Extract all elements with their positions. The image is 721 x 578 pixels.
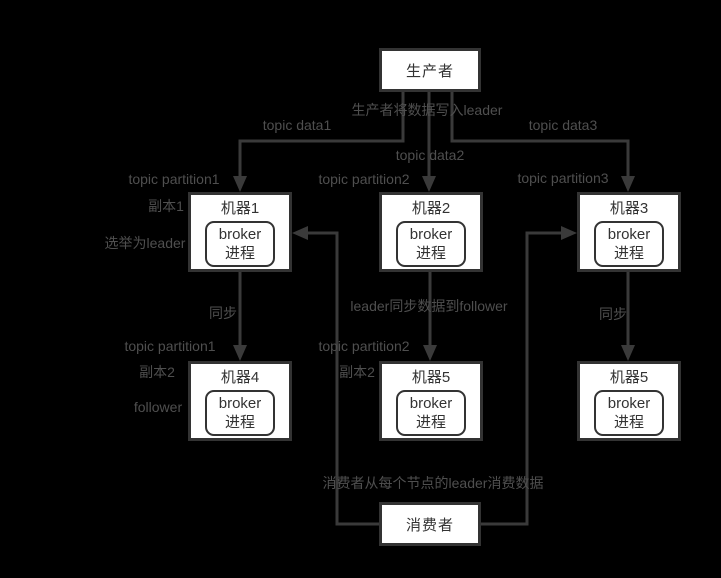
machine1-broker-box: broker 进程 (205, 221, 275, 267)
follower-label: follower (133, 399, 183, 415)
edge-producer-to-machine3 (450, 92, 630, 176)
elected-leader-label: 选举为leader (104, 235, 186, 251)
machine5-right-title: 机器5 (609, 369, 649, 386)
producer-label: 生产者 (405, 62, 454, 80)
broker-label-line2: 进程 (224, 414, 255, 431)
topic-data1-label: topic data1 (262, 117, 332, 133)
topic-partition2-bottom-label: topic partition2 (318, 338, 410, 354)
consume-note-label: 消费者从每个节点的leader消费数据 (322, 475, 544, 491)
broker-label-line1: broker (218, 395, 262, 412)
edge-producer-to-machine1 (238, 92, 405, 176)
arrowhead-machine1-top (233, 176, 247, 192)
machine5-right-broker-box: broker 进程 (594, 390, 664, 436)
replica1-label: 副本1 (148, 198, 184, 214)
machine3-title: 机器3 (609, 200, 649, 217)
leader-sync-note-label: leader同步数据到follower (350, 298, 508, 314)
broker-label-line1: broker (409, 395, 453, 412)
arrowhead-machine3-left (561, 226, 577, 240)
machine2-box: 机器2 broker 进程 (379, 192, 483, 272)
machine1-title: 机器1 (220, 200, 260, 217)
broker-label-line2: 进程 (613, 414, 644, 431)
topic-data3-label: topic data3 (528, 117, 598, 133)
topic-partition2-top-label: topic partition2 (318, 171, 410, 187)
producer-box: 生产者 (379, 48, 481, 92)
machine3-box: 机器3 broker 进程 (577, 192, 681, 272)
topic-partition1-bottom-label: topic partition1 (124, 338, 216, 354)
topic-data2-label: topic data2 (395, 147, 465, 163)
broker-label-line1: broker (607, 226, 651, 243)
machine5-middle-broker-box: broker 进程 (396, 390, 466, 436)
broker-label-line2: 进程 (415, 245, 446, 262)
machine5-right-box: 机器5 broker 进程 (577, 361, 681, 441)
replica2-middle-label: 副本2 (339, 364, 375, 380)
replica2-left-label: 副本2 (139, 364, 175, 380)
broker-label-line2: 进程 (613, 245, 644, 262)
arrowhead-machine4-top (233, 345, 247, 361)
machine3-broker-box: broker 进程 (594, 221, 664, 267)
consumer-label: 消费者 (405, 516, 454, 534)
machine2-broker-box: broker 进程 (396, 221, 466, 267)
machine4-title: 机器4 (220, 369, 260, 386)
arrowhead-machine1-right (292, 226, 308, 240)
write-note-label: 生产者将数据写入leader (351, 102, 503, 118)
arrowhead-machine3-top (621, 176, 635, 192)
machine5-middle-box: 机器5 broker 进程 (379, 361, 483, 441)
arrowhead-machine5mid-top (423, 345, 437, 361)
machine5-middle-title: 机器5 (411, 369, 451, 386)
machine1-box: 机器1 broker 进程 (188, 192, 292, 272)
machine4-box: 机器4 broker 进程 (188, 361, 292, 441)
broker-label-line1: broker (607, 395, 651, 412)
sync-right-label: 同步 (599, 306, 627, 322)
machine4-broker-box: broker 进程 (205, 390, 275, 436)
sync-left-label: 同步 (209, 305, 237, 321)
broker-label-line2: 进程 (415, 414, 446, 431)
broker-label-line1: broker (218, 226, 262, 243)
broker-label-line2: 进程 (224, 245, 255, 262)
broker-label-line1: broker (409, 226, 453, 243)
arrowhead-machine2-top (422, 176, 436, 192)
topic-partition3-top-label: topic partition3 (517, 170, 609, 186)
edge-consumer-to-machine1 (308, 231, 379, 526)
edge-consumer-to-machine3 (480, 231, 561, 526)
machine2-title: 机器2 (411, 200, 451, 217)
topic-partition1-top-label: topic partition1 (128, 171, 220, 187)
arrowhead-machine5right-top (621, 345, 635, 361)
consumer-box: 消费者 (379, 502, 481, 546)
